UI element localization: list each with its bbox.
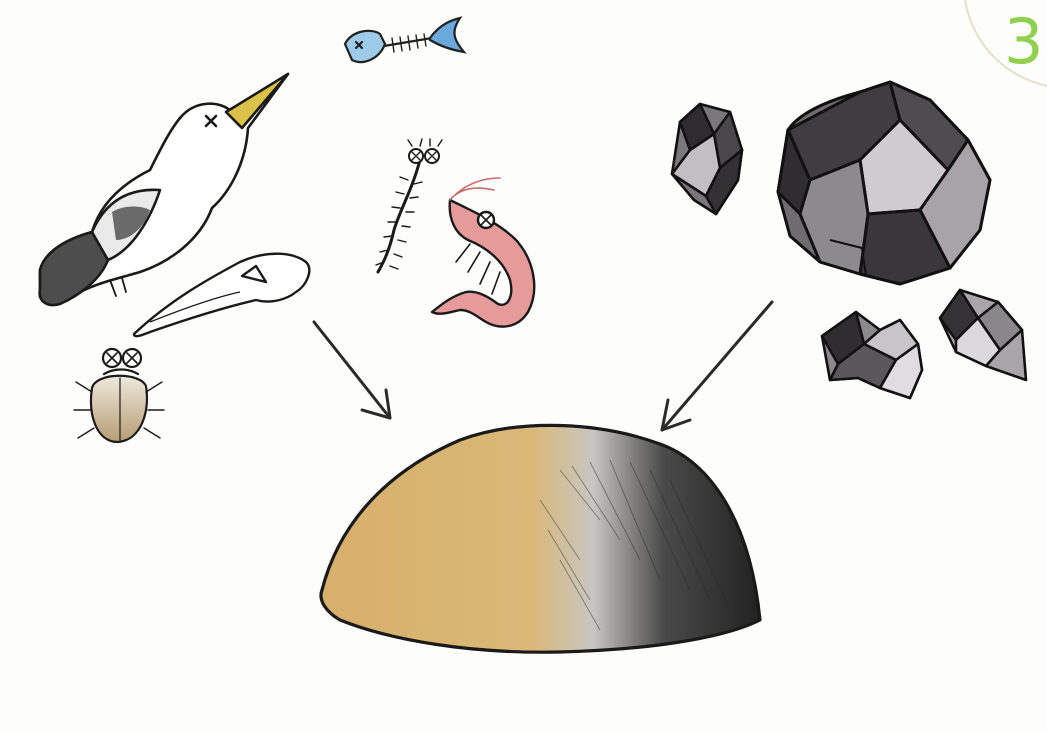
rock-fragment-top-left xyxy=(672,104,742,214)
organic-remains-arrow xyxy=(314,322,390,418)
dead-shrimp xyxy=(432,178,534,327)
rock-fragments-arrow xyxy=(662,302,772,430)
fish-skeleton xyxy=(345,18,464,62)
bird-beak xyxy=(226,74,288,128)
rock-fragment-bottom-center xyxy=(822,312,922,398)
large-rock xyxy=(778,82,990,284)
rock-fragment-bottom-right xyxy=(940,290,1026,380)
dead-beetle xyxy=(74,349,164,442)
fish-tail xyxy=(430,18,464,52)
page-number: 3 xyxy=(1004,2,1044,82)
dead-worm xyxy=(376,139,442,272)
fish-head xyxy=(345,31,385,62)
bird-skull xyxy=(134,254,309,336)
sediment-mound xyxy=(321,425,760,652)
